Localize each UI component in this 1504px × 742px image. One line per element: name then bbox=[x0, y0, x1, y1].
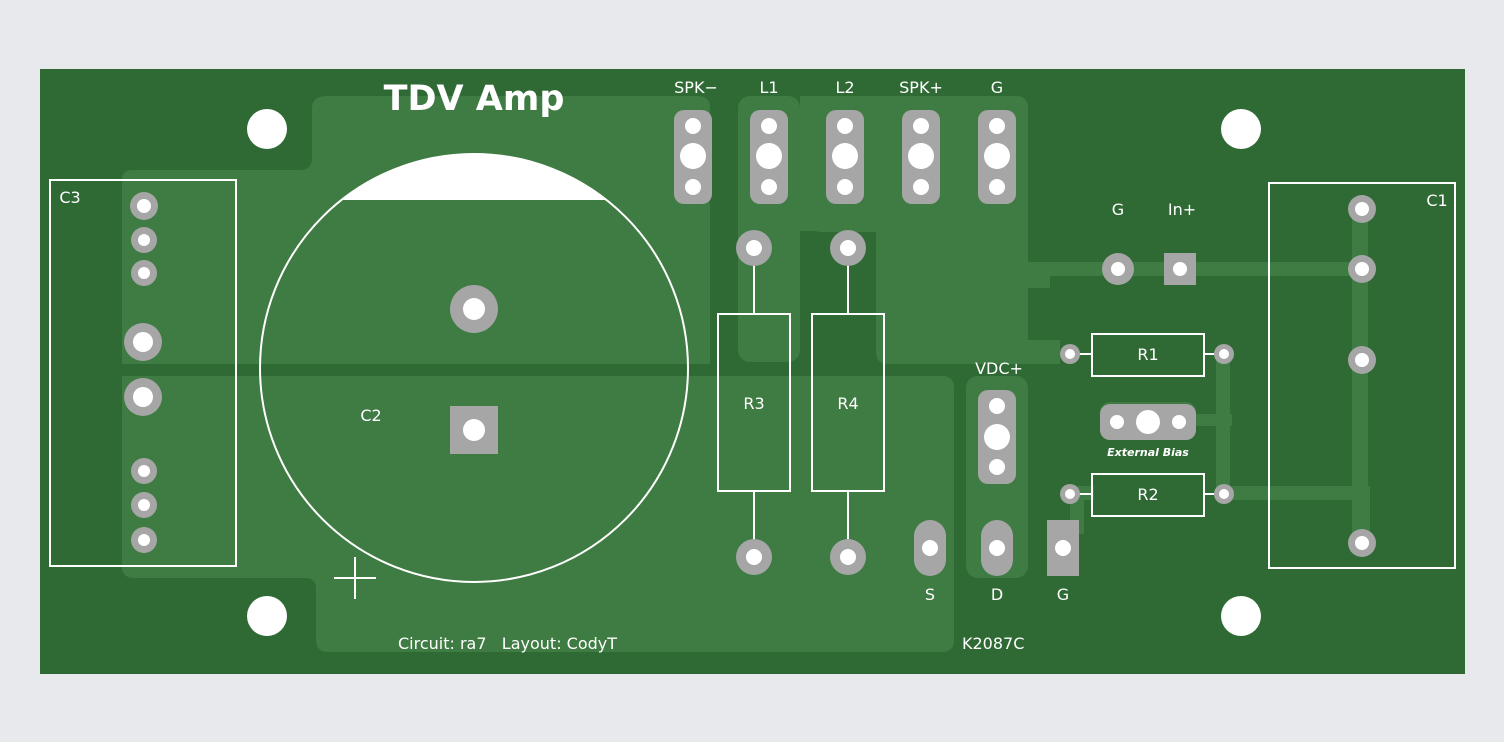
terminal-spk-plus bbox=[902, 110, 940, 204]
terminal-spk-minus bbox=[674, 110, 712, 204]
terminal-l1 bbox=[750, 110, 788, 204]
mounting-hole bbox=[1221, 109, 1261, 149]
label-g-input: G bbox=[1112, 200, 1124, 219]
mounting-hole bbox=[1221, 596, 1261, 636]
label-c3: C3 bbox=[59, 188, 80, 207]
mosfet-pads bbox=[914, 520, 1079, 576]
terminal-l2 bbox=[826, 110, 864, 204]
mounting-holes bbox=[247, 109, 1261, 636]
credit-line: Circuit: ra7 Layout: CodyT bbox=[398, 634, 617, 653]
label-r3: R3 bbox=[743, 394, 764, 413]
label-vdc-plus: VDC+ bbox=[975, 359, 1023, 378]
label-g-top: G bbox=[991, 78, 1003, 97]
label-spk-plus: SPK+ bbox=[899, 78, 943, 97]
label-external-bias: External Bias bbox=[1107, 446, 1189, 459]
label-spk-minus: SPK− bbox=[674, 78, 718, 97]
resistor-r4 bbox=[811, 230, 885, 575]
capacitor-c2 bbox=[259, 153, 689, 599]
label-l2: L2 bbox=[835, 78, 854, 97]
label-l1: L1 bbox=[759, 78, 778, 97]
capacitor-c1 bbox=[1268, 182, 1456, 569]
label-r4: R4 bbox=[837, 394, 858, 413]
board-id: K2087C bbox=[962, 634, 1024, 653]
label-r1: R1 bbox=[1137, 345, 1158, 364]
terminal-g-top bbox=[978, 110, 1016, 204]
resistor-r2 bbox=[1060, 473, 1234, 517]
mounting-hole bbox=[247, 596, 287, 636]
c2-polarity-band bbox=[341, 153, 607, 200]
label-g-bottom: G bbox=[1057, 585, 1069, 604]
mounting-hole bbox=[247, 109, 287, 149]
terminal-vdc-plus bbox=[978, 390, 1016, 484]
label-r2: R2 bbox=[1137, 485, 1158, 504]
label-s: S bbox=[925, 585, 935, 604]
external-bias-trimmer bbox=[1100, 404, 1196, 440]
label-c2: C2 bbox=[360, 406, 381, 425]
board-title: TDV Amp bbox=[384, 79, 565, 119]
label-in-plus: In+ bbox=[1168, 200, 1196, 219]
resistor-r1 bbox=[1060, 333, 1234, 377]
label-d: D bbox=[991, 585, 1003, 604]
label-c1: C1 bbox=[1426, 191, 1447, 210]
input-pads bbox=[1102, 253, 1196, 285]
output-terminals bbox=[674, 110, 1016, 204]
capacitor-c3 bbox=[49, 179, 237, 567]
resistor-r3 bbox=[717, 230, 791, 575]
c2-plus-marker bbox=[334, 557, 376, 599]
